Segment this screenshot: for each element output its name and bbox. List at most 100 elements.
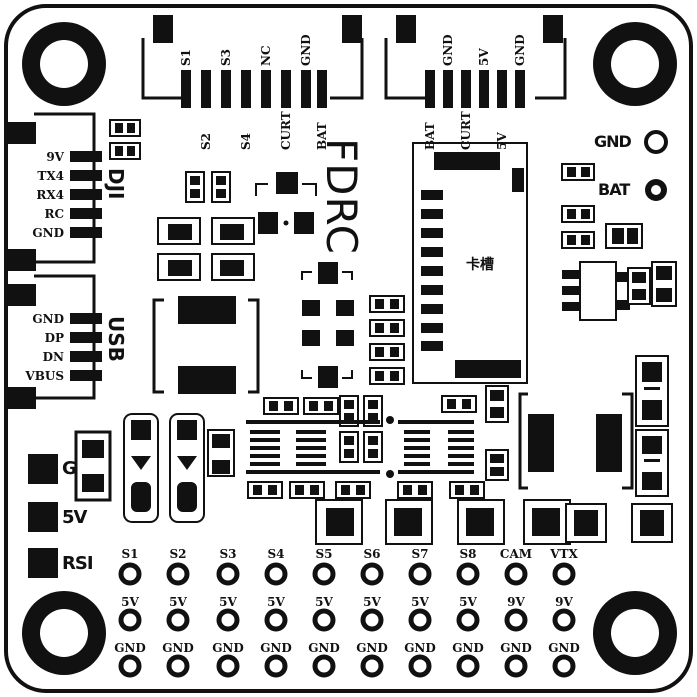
pin-top-left: [261, 70, 271, 108]
bottom-pad-grid: [118, 562, 576, 678]
bottom-pad: [552, 608, 576, 632]
bottom-pad: [504, 654, 528, 678]
pin-label-top-left-lower: S4: [239, 133, 253, 150]
pin-top-left: [181, 70, 191, 108]
driver-pin: [250, 446, 280, 450]
bottom-pad: [552, 654, 576, 678]
right-gnd-label: GND: [594, 132, 632, 151]
pin-label-dji: 9V: [46, 150, 64, 164]
bottom-pad-label: CAM: [500, 547, 532, 561]
usb-pins: [70, 313, 102, 381]
pin-label-top-right-upper: 5V: [477, 48, 491, 66]
led-pads: [123, 413, 205, 523]
driver-pin: [448, 446, 474, 450]
pin-label-top-right-upper: GND: [513, 34, 527, 66]
bottom-pad-label: GND: [114, 641, 146, 655]
bottom-pad-label: GND: [404, 641, 436, 655]
bottom-pad: [312, 608, 336, 632]
mount-hole-bottom-right: [593, 591, 677, 675]
bottom-pad-label: 5V: [411, 595, 429, 609]
pin-label-dji: TX4: [37, 169, 64, 183]
sd-card-slot: [412, 142, 528, 384]
bottom-pad-label: S4: [267, 547, 284, 561]
driver-pin: [448, 454, 474, 458]
cap-stack: [369, 295, 405, 385]
regulator-block: [152, 296, 260, 394]
pin-top-right: [497, 70, 507, 108]
brand-label: FDRC: [317, 138, 366, 255]
mount-hole-top-right: [593, 22, 677, 106]
dji-pins: [70, 151, 102, 238]
bottom-pad: [264, 608, 288, 632]
bottom-pad-label: GND: [212, 641, 244, 655]
pin-dji: [70, 151, 102, 162]
bottom-pad-label: GND: [548, 641, 580, 655]
bottom-pad-label: GND: [500, 641, 532, 655]
bottom-pad: [216, 654, 240, 678]
left-pad-rsi-label: RSI: [62, 553, 94, 574]
driver-pin: [250, 454, 280, 458]
bottom-pad-label: S5: [315, 547, 332, 561]
caps-mid-row: [207, 385, 509, 481]
pins-top-right: [425, 70, 525, 108]
pin-usb: [70, 351, 102, 362]
bottom-pad: [360, 654, 384, 678]
bottom-pad-label: 5V: [459, 595, 477, 609]
sot-chip-right: [562, 261, 630, 321]
pin-top-right: [425, 70, 435, 108]
chip-center: [301, 262, 354, 388]
driver-pin: [404, 438, 430, 442]
driver-pin: [296, 430, 326, 434]
pins-top-left: [181, 70, 327, 108]
pin-top-left: [241, 70, 251, 108]
pin-top-left: [221, 70, 231, 108]
bottom-pad: [408, 654, 432, 678]
bottom-pad-label: VTX: [549, 547, 578, 561]
bottom-pad: [118, 562, 142, 586]
pin-label-top-right-lower: CURT: [459, 111, 473, 150]
bottom-pad-label: GND: [162, 641, 194, 655]
pin-label-top-left-upper: NC: [259, 45, 273, 66]
bottom-pad-label: GND: [260, 641, 292, 655]
bottom-pad-label: 5V: [267, 595, 285, 609]
pin-dji: [70, 189, 102, 200]
pin-label-top-left-lower: CURT: [279, 111, 293, 150]
bottom-pad-label: 5V: [315, 595, 333, 609]
power-pads: [315, 499, 673, 545]
pin-label-dji: RX4: [36, 188, 64, 202]
caps-right-lower: [635, 355, 669, 497]
cap-vertical-pair: [185, 171, 231, 203]
pin-top-right: [443, 70, 453, 108]
left-pads: [28, 454, 58, 578]
mount-hole-top-left: [22, 22, 106, 106]
pin-label-usb: VBUS: [24, 369, 64, 383]
driver-pin: [404, 430, 430, 434]
transistor-top: [255, 172, 317, 234]
driver-pin: [404, 454, 430, 458]
pin-label-usb: DP: [45, 331, 64, 345]
cap-group-upper-left: [109, 119, 141, 160]
pin-top-left: [281, 70, 291, 108]
dji-title: DJI: [104, 168, 128, 200]
bottom-pad: [360, 562, 384, 586]
driver-pin: [448, 438, 474, 442]
pin-label-top-right-lower: BAT: [423, 122, 437, 150]
driver-chips: [246, 416, 474, 478]
inductor-right: [518, 392, 634, 490]
bottom-pad: [166, 654, 190, 678]
bottom-pad: [360, 608, 384, 632]
bottom-pad: [456, 654, 480, 678]
bottom-pad-label: GND: [356, 641, 388, 655]
bottom-pad-label: S2: [169, 547, 186, 561]
pin-label-top-left-upper: S3: [219, 49, 233, 66]
bottom-pad: [264, 562, 288, 586]
bottom-pad-label: S7: [411, 547, 428, 561]
pin-label-top-left-upper: GND: [299, 34, 313, 66]
left-pad-g-label: G: [62, 458, 77, 479]
caps-right-middle: [627, 261, 677, 307]
pin-label-top-right-upper: GND: [441, 34, 455, 66]
pin-top-left: [301, 70, 311, 108]
pin-label-dji: GND: [32, 226, 64, 240]
bottom-pad: [456, 562, 480, 586]
